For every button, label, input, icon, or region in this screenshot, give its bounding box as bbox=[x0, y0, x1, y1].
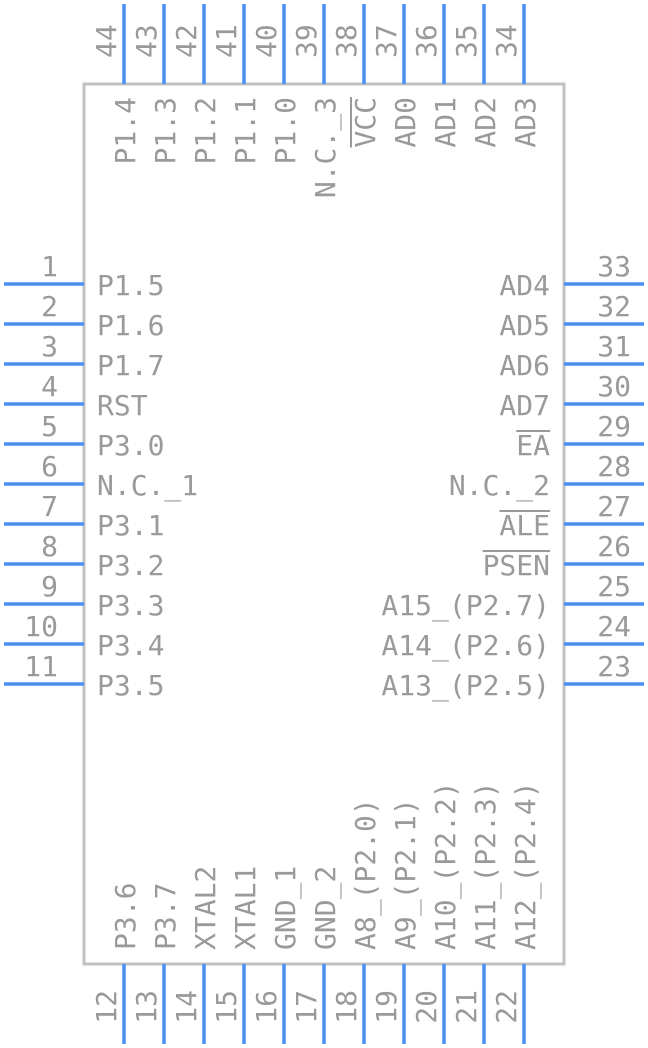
pin-12-label: P3.6 bbox=[109, 883, 142, 950]
pin-41-number: 41 bbox=[210, 24, 243, 58]
pin-30-number: 30 bbox=[597, 370, 631, 403]
pin-22-label: A12_(P2.4) bbox=[509, 781, 543, 950]
pin-17-label: GND_2 bbox=[309, 866, 343, 950]
pin-29-number: 29 bbox=[597, 410, 631, 443]
pin-25-label: A15_(P2.7) bbox=[381, 589, 550, 623]
pin-20-number: 20 bbox=[410, 990, 443, 1024]
pin-38-number: 38 bbox=[330, 24, 363, 58]
pin-19-number: 19 bbox=[370, 990, 403, 1024]
pin-14-label: XTAL2 bbox=[189, 866, 222, 950]
pin-27-number: 27 bbox=[597, 490, 631, 523]
pin-3-label: P1.7 bbox=[97, 349, 164, 382]
pin-21-label: A11_(P2.3) bbox=[469, 781, 503, 950]
pin-10-number: 10 bbox=[24, 610, 58, 643]
pin-40-number: 40 bbox=[250, 24, 283, 58]
pin-11-label: P3.5 bbox=[97, 669, 164, 702]
pin-34-label: AD3 bbox=[509, 97, 542, 148]
pin-39-label: N.C._3 bbox=[309, 97, 343, 198]
pin-30-label: AD7 bbox=[499, 389, 550, 422]
pin-2-label: P1.6 bbox=[97, 309, 164, 342]
pin-26-label: PSEN bbox=[483, 549, 550, 582]
pin-39-number: 39 bbox=[290, 24, 323, 58]
pin-37-label: AD0 bbox=[389, 97, 422, 148]
pin-33-label: AD4 bbox=[499, 269, 550, 302]
pin-31-number: 31 bbox=[597, 330, 631, 363]
pin-8-number: 8 bbox=[41, 530, 58, 563]
pin-19-label: A9_(P2.1) bbox=[389, 798, 423, 950]
pin-36-label: AD1 bbox=[429, 97, 462, 148]
pin-13-label: P3.7 bbox=[149, 883, 182, 950]
pin-42-number: 42 bbox=[170, 24, 203, 58]
pin-11-number: 11 bbox=[24, 650, 58, 683]
pin-7-number: 7 bbox=[41, 490, 58, 523]
pin-2-number: 2 bbox=[41, 290, 58, 323]
pin-27-label: ALE bbox=[499, 509, 550, 542]
pin-43-number: 43 bbox=[130, 24, 163, 58]
pin-16-number: 16 bbox=[250, 990, 283, 1024]
pin-13-number: 13 bbox=[130, 990, 163, 1024]
pin-1-number: 1 bbox=[41, 250, 58, 283]
pin-20-label: A10_(P2.2) bbox=[429, 781, 463, 950]
pin-44-number: 44 bbox=[90, 24, 123, 58]
pin-22-number: 22 bbox=[490, 990, 523, 1024]
pin-18-label: A8_(P2.0) bbox=[349, 798, 383, 950]
pin-32-label: AD5 bbox=[499, 309, 550, 342]
pin-5-number: 5 bbox=[41, 410, 58, 443]
pin-8-label: P3.2 bbox=[97, 549, 164, 582]
pin-14-number: 14 bbox=[170, 990, 203, 1024]
pin-37-number: 37 bbox=[370, 24, 403, 58]
pin-40-label: P1.0 bbox=[269, 97, 302, 164]
pin-36-number: 36 bbox=[410, 24, 443, 58]
pin-42-label: P1.2 bbox=[189, 97, 222, 164]
pin-21-number: 21 bbox=[450, 990, 483, 1024]
pin-34-number: 34 bbox=[490, 24, 523, 58]
pin-15-number: 15 bbox=[210, 990, 243, 1024]
pin-38-label: VCC bbox=[349, 97, 382, 148]
pin-9-number: 9 bbox=[41, 570, 58, 603]
pin-17-number: 17 bbox=[290, 990, 323, 1024]
pin-10-label: P3.4 bbox=[97, 629, 164, 662]
pin-29-label: EA bbox=[516, 429, 550, 462]
pin-43-label: P1.3 bbox=[149, 97, 182, 164]
pin-15-label: XTAL1 bbox=[229, 866, 262, 950]
pin-6-label: N.C._1 bbox=[97, 469, 198, 503]
pin-28-number: 28 bbox=[597, 450, 631, 483]
pin-28-label: N.C._2 bbox=[449, 469, 550, 503]
pin-4-number: 4 bbox=[41, 370, 58, 403]
pin-4-label: RST bbox=[97, 389, 148, 422]
pin-25-number: 25 bbox=[597, 570, 631, 603]
pin-35-number: 35 bbox=[450, 24, 483, 58]
pin-6-number: 6 bbox=[41, 450, 58, 483]
pin-31-label: AD6 bbox=[499, 349, 550, 382]
pin-16-label: GND_1 bbox=[269, 866, 303, 950]
pin-18-number: 18 bbox=[330, 990, 363, 1024]
pin-9-label: P3.3 bbox=[97, 589, 164, 622]
pin-44-label: P1.4 bbox=[109, 97, 142, 164]
pin-41-label: P1.1 bbox=[229, 97, 262, 164]
pin-24-number: 24 bbox=[597, 610, 631, 643]
pin-24-label: A14_(P2.6) bbox=[381, 629, 550, 663]
pin-32-number: 32 bbox=[597, 290, 631, 323]
pin-7-label: P3.1 bbox=[97, 509, 164, 542]
pin-23-number: 23 bbox=[597, 650, 631, 683]
pin-35-label: AD2 bbox=[469, 97, 502, 148]
pin-23-label: A13_(P2.5) bbox=[381, 669, 550, 703]
chip-body bbox=[82, 82, 566, 966]
pin-12-number: 12 bbox=[90, 990, 123, 1024]
pin-26-number: 26 bbox=[597, 530, 631, 563]
pin-5-label: P3.0 bbox=[97, 429, 164, 462]
pin-33-number: 33 bbox=[597, 250, 631, 283]
pin-3-number: 3 bbox=[41, 330, 58, 363]
pin-1-label: P1.5 bbox=[97, 269, 164, 302]
